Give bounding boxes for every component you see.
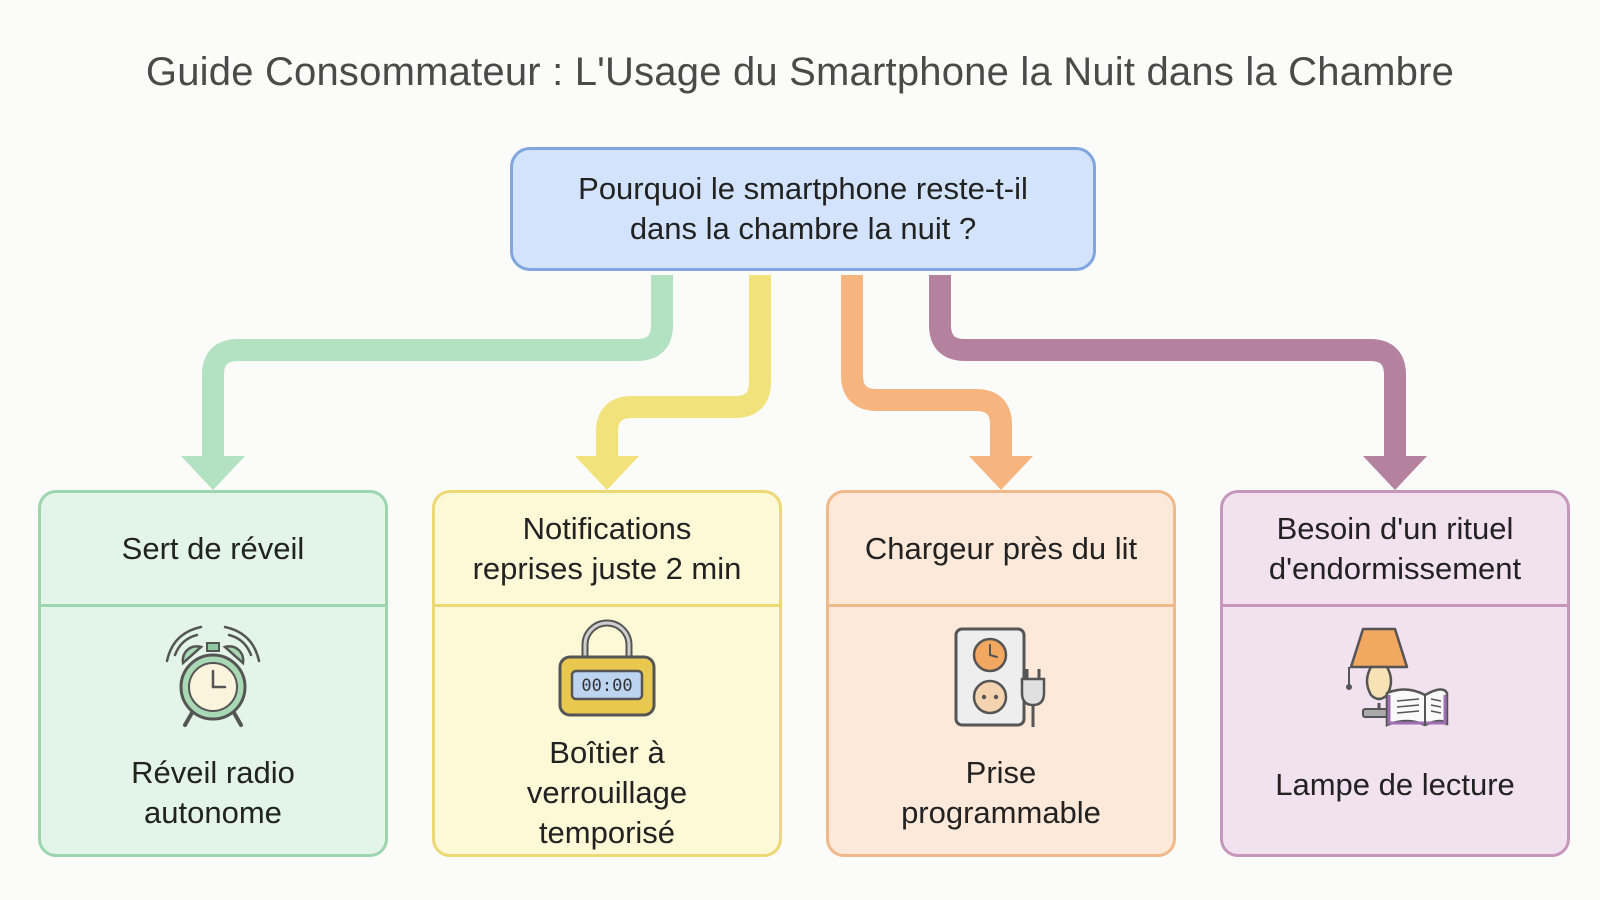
card-notifications: Notifications reprises juste 2 min 00:00… — [432, 490, 782, 857]
card-body: Prise programmable — [829, 607, 1173, 854]
card-rituel: Besoin d'un rituel d'endormissement Lamp… — [1220, 490, 1570, 857]
card-chargeur: Chargeur près du lit Prise programmable — [826, 490, 1176, 857]
solution-line: Prise — [965, 755, 1037, 790]
card-body: Lampe de lecture — [1223, 607, 1567, 854]
card-heading-line: Besoin d'un rituel — [1276, 510, 1514, 546]
card-heading: Sert de réveil — [41, 493, 385, 607]
arrow-to-card-1 — [202, 275, 673, 462]
card-reveil: Sert de réveil Réveil radio autonome — [38, 490, 388, 857]
arrowhead-card-1 — [181, 456, 245, 490]
solution-line: Boîtier à — [549, 735, 665, 770]
solution-text: Boîtier à verrouillage temporisé — [435, 733, 779, 853]
arrow-to-card-4 — [929, 275, 1406, 462]
solution-line: Réveil radio — [131, 755, 295, 790]
card-heading: Chargeur près du lit — [829, 493, 1173, 607]
arrow-to-card-2 — [596, 275, 771, 462]
card-heading-line: Notifications — [522, 510, 692, 546]
arrow-to-card-3 — [841, 275, 1012, 462]
root-question-line-1: Pourquoi le smartphone reste-t-il — [578, 171, 1028, 206]
arrowhead-card-3 — [969, 456, 1033, 490]
diagram-title: Guide Consommateur : L'Usage du Smartpho… — [145, 50, 1455, 94]
solution-line: autonome — [144, 795, 282, 830]
card-body: Réveil radio autonome — [41, 607, 385, 854]
timer-display-text: 00:00 — [581, 676, 632, 696]
card-heading-line: Sert de réveil — [121, 530, 305, 566]
reading-lamp-book-icon — [1346, 627, 1449, 727]
arrowhead-card-2 — [575, 456, 639, 490]
card-heading-line: reprises juste 2 min — [472, 550, 742, 586]
solution-text: Réveil radio autonome — [41, 753, 385, 833]
arrowhead-card-4 — [1363, 456, 1427, 490]
solution-line: temporisé — [538, 815, 676, 850]
timer-lock-box-icon: 00:00 — [558, 619, 656, 717]
card-heading-line: d'endormissement — [1268, 550, 1522, 586]
alarm-clock-icon — [165, 625, 261, 727]
root-question-line-2: dans la chambre la nuit ? — [629, 211, 977, 246]
solution-text: Prise programmable — [829, 753, 1173, 833]
root-question-box: Pourquoi le smartphone reste-t-il dans l… — [510, 147, 1096, 271]
card-heading: Notifications reprises juste 2 min — [435, 493, 779, 607]
programmable-outlet-icon — [954, 627, 1046, 727]
solution-line: Lampe de lecture — [1275, 767, 1515, 802]
solution-line: programmable — [901, 795, 1101, 830]
card-body: 00:00 Boîtier à verrouillage temporisé — [435, 607, 779, 854]
solution-text: Lampe de lecture — [1223, 765, 1567, 805]
card-heading: Besoin d'un rituel d'endormissement — [1223, 493, 1567, 607]
solution-line: verrouillage — [526, 775, 688, 810]
card-heading-line: Chargeur près du lit — [864, 530, 1138, 566]
